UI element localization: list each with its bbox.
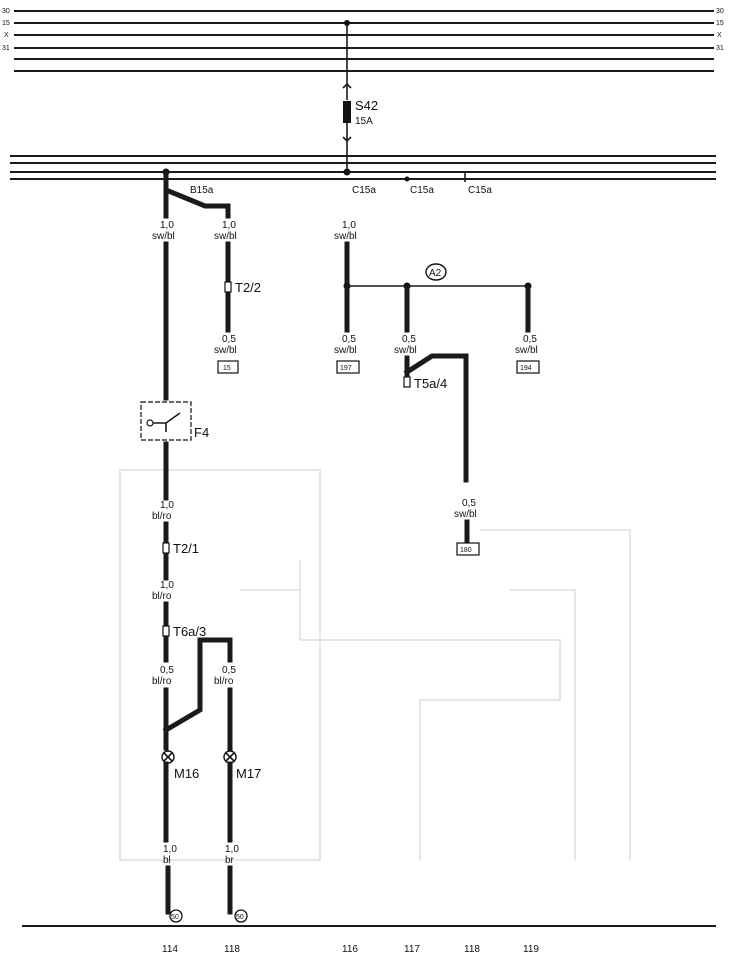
- connector-t6a-3: [162, 625, 170, 637]
- connector-label: C15a: [410, 185, 434, 196]
- rail-label: X: [717, 32, 722, 39]
- lamp-m16: M16: [161, 750, 199, 781]
- wire-color: sw/bl: [334, 345, 357, 356]
- component-label: F4: [194, 425, 209, 440]
- middle-rails: [10, 155, 716, 180]
- ref-label: 180: [460, 547, 472, 554]
- ref-label: 15: [223, 365, 231, 372]
- wire-color: sw/bl: [214, 345, 237, 356]
- ref-box: [336, 360, 360, 374]
- rail-label: 15: [2, 20, 10, 27]
- ref-box: [456, 542, 480, 556]
- connector-label: A2: [429, 268, 442, 279]
- top-rail-labels-right: 30 15 X 31: [716, 8, 724, 52]
- wire-size: 1,0: [342, 220, 356, 231]
- column-number: 117: [404, 944, 420, 955]
- column-number: 118: [464, 944, 480, 955]
- background-ghost: [119, 469, 631, 861]
- wire-color: br: [225, 855, 235, 866]
- connector-label: C15a: [468, 185, 492, 196]
- connector-t2-1: [162, 542, 170, 554]
- column-number: 119: [523, 944, 539, 955]
- junction-dot: [404, 176, 410, 182]
- wire-size: 1,0: [163, 844, 177, 855]
- rail-label: 31: [2, 45, 10, 52]
- wire-crossover: [162, 637, 233, 734]
- rail-label: 31: [716, 45, 724, 52]
- connector-label: T2/2: [235, 280, 261, 295]
- column-number: 114: [162, 944, 178, 955]
- connector-label: T2/1: [173, 541, 199, 556]
- rail-label: 15: [716, 20, 724, 27]
- connector-label: B15a: [190, 185, 214, 196]
- component-label: M16: [174, 766, 199, 781]
- connector-t2-2: [224, 281, 232, 293]
- wire-color: sw/bl: [152, 231, 175, 242]
- column-numbers: 114 118 116 117 118 119: [162, 944, 539, 955]
- connector-label: T5a/4: [414, 376, 447, 391]
- top-rail-labels-left: 30 15 X 31: [2, 8, 10, 52]
- ground-icon: [169, 909, 183, 923]
- connector-label: C15a: [352, 185, 376, 196]
- wire-color: bl/ro: [152, 676, 172, 687]
- fuse-s42-symbol: [343, 101, 351, 123]
- column-number: 116: [342, 944, 358, 955]
- wire-size: 1,0: [160, 580, 174, 591]
- ground-label: 50: [171, 914, 179, 921]
- ground-label: 50: [236, 914, 244, 921]
- wire-size: 0,5: [160, 665, 174, 676]
- wire-size: 1,0: [225, 844, 239, 855]
- switch-f4: F4: [140, 401, 209, 441]
- wire-size: 0,5: [402, 334, 416, 345]
- wire-color: bl/ro: [214, 676, 234, 687]
- wire-color: sw/bl: [334, 231, 357, 242]
- rail-label: 30: [716, 8, 724, 15]
- wire-size: 0,5: [462, 498, 476, 509]
- wire-color: sw/bl: [454, 509, 477, 520]
- column-number: 118: [224, 944, 240, 955]
- wire-t5a: [403, 353, 469, 483]
- ref-label: 197: [340, 365, 352, 372]
- connector-a2-circle: [425, 263, 447, 281]
- top-rails: [14, 10, 714, 72]
- wire-color: bl/ro: [152, 511, 172, 522]
- ref-box: [516, 360, 540, 374]
- rail-label: 30: [2, 8, 10, 15]
- fuse-id: S42: [355, 98, 378, 113]
- wire-size: 0,5: [342, 334, 356, 345]
- rail-label: X: [4, 32, 9, 39]
- wire-size: 0,5: [222, 665, 236, 676]
- wire-size: 0,5: [523, 334, 537, 345]
- wire-color: sw/bl: [394, 345, 417, 356]
- ref-label: 194: [520, 365, 532, 372]
- connector-label: T6a/3: [173, 624, 206, 639]
- wire-size: 1,0: [160, 500, 174, 511]
- lamp-m17: M17: [223, 750, 261, 781]
- wire-size: 1,0: [222, 220, 236, 231]
- junction-dot: [343, 168, 351, 176]
- wire-color: bl/ro: [152, 591, 172, 602]
- fuse-feed: S42 15A: [342, 20, 378, 172]
- wire-size: 1,0: [160, 220, 174, 231]
- wire-color: bl: [163, 855, 171, 866]
- ref-box: [217, 360, 239, 374]
- wire-color: sw/bl: [515, 345, 538, 356]
- wire-size: 0,5: [222, 334, 236, 345]
- connector-t5a-4: [403, 376, 411, 388]
- component-label: M17: [236, 766, 261, 781]
- fuse-rating: 15A: [355, 116, 373, 127]
- ground-icon: [234, 909, 248, 923]
- wire-color: sw/bl: [214, 231, 237, 242]
